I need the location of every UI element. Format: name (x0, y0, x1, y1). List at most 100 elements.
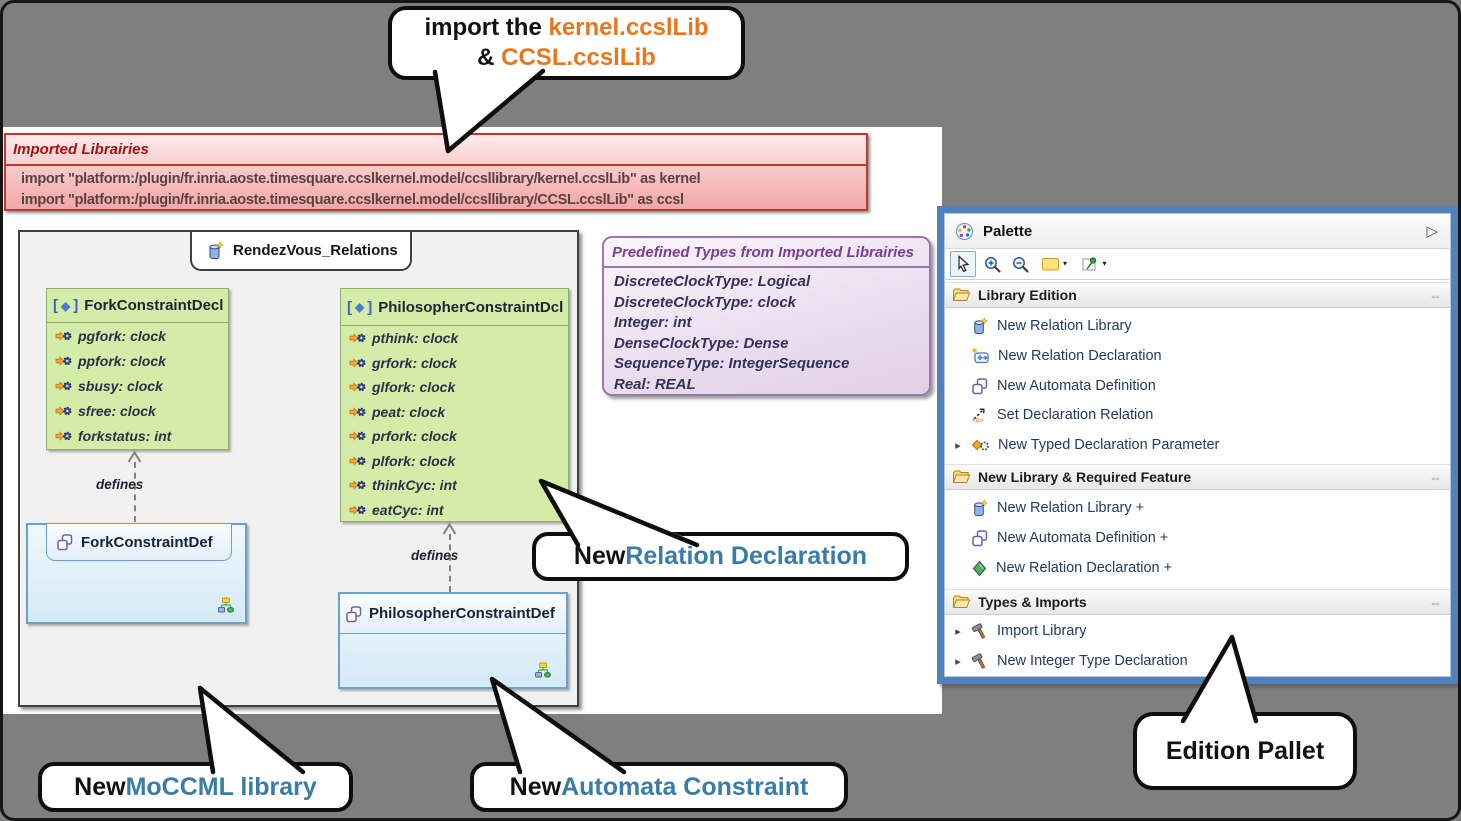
attribute-row[interactable]: pthink: clock (341, 326, 568, 351)
zoom-in-icon[interactable] (980, 252, 1004, 276)
attribute-row[interactable]: grfork: clock (341, 351, 568, 376)
banner-title: Imported Librairies (6, 135, 866, 166)
attribute-row[interactable]: pgfork: clock (47, 323, 228, 348)
palette-item-new-relation-declaration-plus[interactable]: ▸ New Relation Declaration + (945, 553, 1450, 583)
expander-arrow-icon[interactable]: ▸ (955, 625, 961, 638)
callout-new-moccml-library: New MoCCML library (38, 762, 353, 812)
attribute-list: pthink: clock grfork: clock glfork: cloc… (341, 326, 568, 522)
class-fork-constraint-decl[interactable]: [◆] ForkConstraintDecl pgfork: clock ppf… (46, 288, 229, 450)
class-header[interactable]: [◆] ForkConstraintDecl (47, 289, 228, 323)
stereotype-bracket: ] (367, 298, 373, 316)
attribute-row[interactable]: sbusy: clock (47, 373, 228, 398)
hammer-icon (971, 652, 989, 670)
pin-icon[interactable]: ⇔ (1429, 469, 1442, 485)
definition-header[interactable]: ForkConstraintDef (46, 524, 232, 561)
attribute-row[interactable]: prfork: clock (341, 424, 568, 449)
automata-definition-icon (971, 529, 989, 547)
expander-arrow-icon[interactable]: ▸ (955, 439, 961, 452)
palette-icon (955, 222, 974, 241)
callout-new-automata-constraint: New Automata Constraint (470, 762, 848, 812)
package-tab[interactable]: RendezVous_Relations (190, 230, 412, 271)
callout-new-relation-declaration: New Relation Declaration (532, 532, 909, 581)
relation-library-icon (971, 317, 989, 335)
class-name: PhilosopherConstraintDcl (378, 298, 564, 316)
clock-attribute-icon (55, 353, 72, 369)
palette-inner: Palette ▷ ▾ ▾ Library Edition ⇔ ▸ New Re… (944, 213, 1451, 677)
defines-edge[interactable] (134, 462, 136, 522)
defines-edge[interactable] (449, 534, 451, 592)
arrowhead-icon (127, 450, 142, 463)
clock-attribute-icon (55, 328, 72, 344)
palette-panel: Palette ▷ ▾ ▾ Library Edition ⇔ ▸ New Re… (937, 206, 1458, 684)
palette-item-new-relation-declaration[interactable]: ▸ New Relation Declaration (945, 341, 1450, 371)
automata-definition-icon (971, 377, 989, 395)
predefined-types-title: Predefined Types from Imported Librairie… (604, 238, 929, 268)
clock-attribute-icon (55, 378, 72, 394)
int-attribute-icon (349, 477, 366, 493)
set-declaration-relation-icon: <0> (971, 406, 989, 424)
pin-icon[interactable]: ⇔ (1429, 594, 1442, 610)
type-entry: DiscreteClockType: Logical (614, 273, 811, 290)
definition-header[interactable]: PhilosopherConstraintDef (340, 594, 566, 634)
attribute-row[interactable]: peat: clock (341, 400, 568, 425)
definition-name: PhilosopherConstraintDef (369, 605, 555, 622)
stereotype-bracket: ] (73, 297, 79, 314)
open-folder-icon (952, 594, 971, 610)
diamond-icon: ◆ (61, 298, 71, 313)
collapse-arrow-icon[interactable]: ▷ (1426, 223, 1438, 240)
type-entry: SequenceType: IntegerSequence (614, 355, 850, 372)
palette-toolbar: ▾ ▾ (945, 249, 1450, 280)
predefined-types-list: DiscreteClockType: Logical DiscreteClock… (604, 268, 929, 395)
dropdown-caret-icon[interactable]: ▾ (1102, 259, 1107, 268)
note-icon[interactable]: ▾ (1036, 252, 1072, 276)
palette-item-new-relation-library[interactable]: ▸ New Relation Library (945, 311, 1450, 341)
org-chart-icon (217, 597, 235, 614)
definition-fork-constraint-def[interactable]: ForkConstraintDef (26, 523, 247, 624)
palette-item-new-automata-definition-plus[interactable]: ▸ New Automata Definition + (945, 523, 1450, 553)
edge-label: defines (96, 477, 144, 492)
clock-attribute-icon (349, 355, 366, 371)
package-name: RendezVous_Relations (233, 242, 398, 259)
automata-definition-icon (345, 605, 363, 623)
attribute-row[interactable]: ppfork: clock (47, 348, 228, 373)
imported-libraries-banner[interactable]: Imported Librairies import "platform:/pl… (4, 133, 868, 211)
palette-item-import-library[interactable]: ▸ Import Library (945, 616, 1450, 646)
attribute-row[interactable]: eatCyc: int (341, 498, 568, 523)
attribute-list: pgfork: clock ppfork: clock sbusy: clock… (47, 323, 228, 448)
type-entry: Integer: int (614, 314, 692, 331)
clock-attribute-icon (349, 453, 366, 469)
pin-note-icon[interactable]: ▾ (1076, 252, 1112, 276)
diamond-icon: ◆ (355, 300, 365, 314)
expander-arrow-icon[interactable]: ▸ (955, 655, 961, 668)
attribute-row[interactable]: sfree: clock (47, 398, 228, 423)
attribute-row[interactable]: glfork: clock (341, 375, 568, 400)
select-cursor-icon[interactable] (950, 251, 976, 277)
palette-item-new-automata-definition[interactable]: ▸ New Automata Definition (945, 371, 1450, 401)
class-header[interactable]: [◆] PhilosopherConstraintDcl (341, 289, 568, 326)
palette-item-new-relation-library-plus[interactable]: ▸ New Relation Library + (945, 493, 1450, 523)
type-entry: Real: REAL (614, 375, 696, 393)
int-attribute-icon (349, 502, 366, 518)
automata-definition-icon (56, 533, 74, 551)
palette-section-library-edition[interactable]: Library Edition ⇔ (945, 282, 1450, 308)
palette-section-types-imports[interactable]: Types & Imports ⇔ (945, 589, 1450, 615)
palette-section-new-library-required-feature[interactable]: New Library & Required Feature ⇔ (945, 464, 1450, 490)
type-entry: DenseClockType: Dense (614, 334, 789, 352)
predefined-types-note[interactable]: Predefined Types from Imported Librairie… (602, 236, 931, 396)
class-philosopher-constraint-dcl[interactable]: [◆] PhilosopherConstraintDcl pthink: clo… (340, 288, 569, 522)
attribute-row[interactable]: forkstatus: int (47, 423, 228, 448)
zoom-out-icon[interactable] (1008, 252, 1032, 276)
svg-text:<0>: <0> (972, 418, 983, 425)
int-attribute-icon (55, 428, 72, 444)
attribute-row[interactable]: thinkCyc: int (341, 473, 568, 498)
palette-item-new-integer-type-declaration[interactable]: ▸ New Integer Type Declaration (945, 646, 1450, 676)
relation-library-icon (206, 241, 225, 260)
definition-philosopher-constraint-def[interactable]: PhilosopherConstraintDef (338, 592, 568, 689)
dropdown-caret-icon[interactable]: ▾ (1062, 259, 1067, 268)
palette-item-set-declaration-relation[interactable]: ▸ <0> Set Declaration Relation (971, 406, 1154, 424)
palette-item-new-typed-declaration-parameter[interactable]: ▸ New Typed Declaration Parameter (945, 430, 1450, 460)
attribute-row[interactable]: plfork: clock (341, 449, 568, 474)
palette-header[interactable]: Palette ▷ (945, 214, 1450, 249)
pin-icon[interactable]: ⇔ (1429, 287, 1442, 303)
clock-attribute-icon (349, 404, 366, 420)
